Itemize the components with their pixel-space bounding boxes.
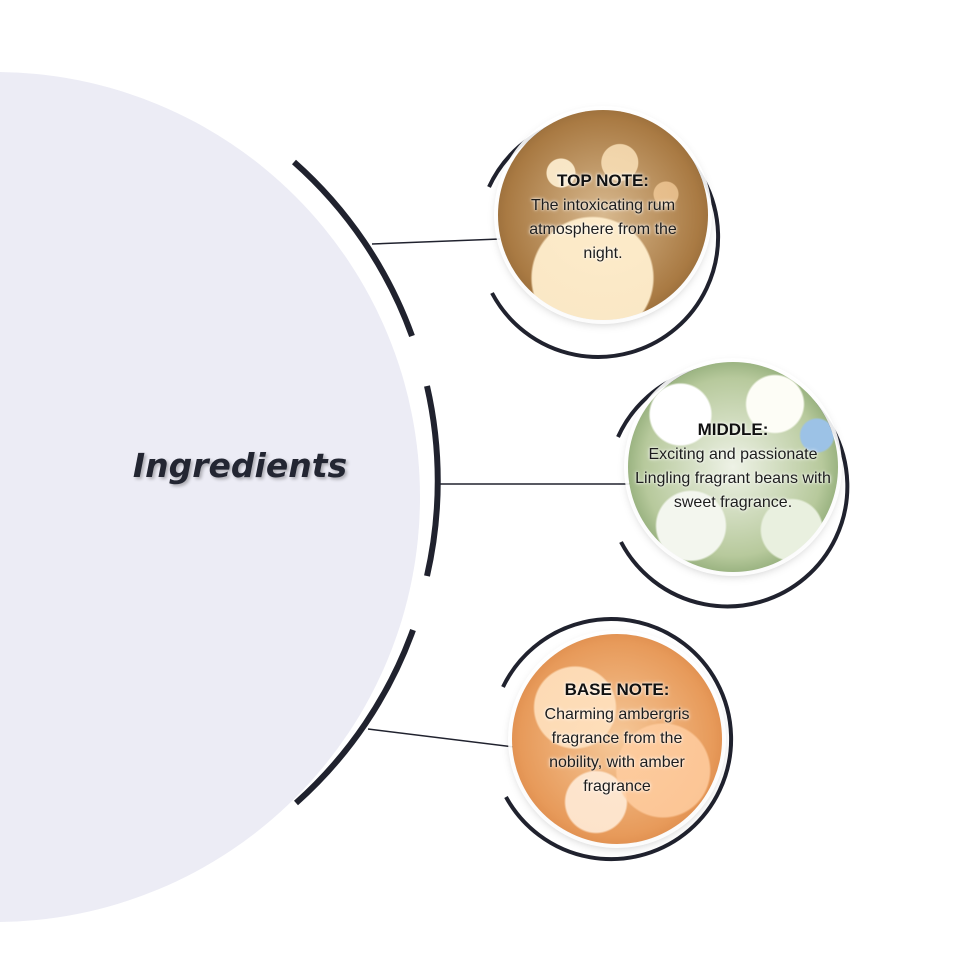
- base-note-circle: BASE NOTE: Charming ambergris fragrance …: [512, 634, 722, 844]
- ingredients-heading: Ingredients: [132, 446, 348, 485]
- arc-bottom: [294, 628, 416, 806]
- top-note-title: TOP NOTE:: [557, 170, 649, 190]
- base-note-text: BASE NOTE: Charming ambergris fragrance …: [512, 634, 722, 844]
- top-note-circle: TOP NOTE: The intoxicating rum atmospher…: [498, 110, 708, 320]
- middle-note-description: Exciting and passionate Lingling fragran…: [635, 445, 831, 511]
- middle-note-title: MIDDLE:: [697, 419, 769, 439]
- base-note-description: Charming ambergris fragrance from the no…: [544, 705, 690, 795]
- connector-line-bottom: [367, 728, 515, 748]
- top-note-text: TOP NOTE: The intoxicating rum atmospher…: [498, 110, 708, 320]
- base-note-title: BASE NOTE:: [564, 679, 670, 699]
- arc-top: [292, 159, 415, 338]
- connector-line-top: [371, 238, 501, 245]
- top-note-description: The intoxicating rum atmosphere from the…: [529, 196, 677, 262]
- arc-middle: [424, 385, 441, 577]
- ring-base-upper: [501, 617, 734, 862]
- middle-note-circle: MIDDLE: Exciting and passionate Lingling…: [628, 362, 838, 572]
- middle-note-text: MIDDLE: Exciting and passionate Lingling…: [628, 362, 838, 572]
